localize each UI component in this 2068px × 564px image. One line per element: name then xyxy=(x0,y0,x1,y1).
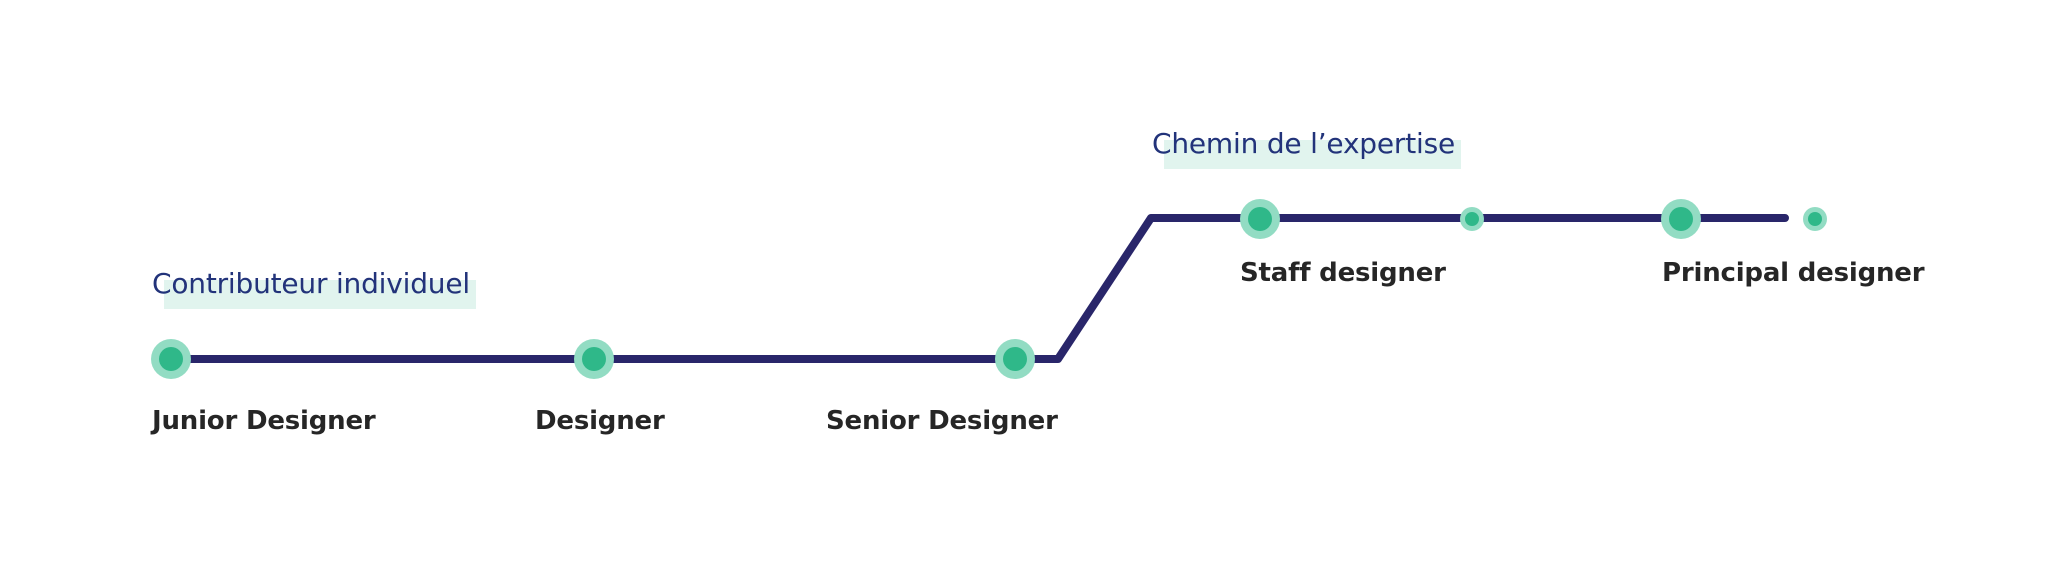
section-label-text: Contributeur individuel xyxy=(152,267,470,300)
milestone-label-staff: Staff designer xyxy=(1240,258,1446,288)
milestone-label-principal: Principal designer xyxy=(1662,258,1925,288)
section-highlight xyxy=(1164,140,1461,169)
section-highlight xyxy=(164,280,476,309)
milestone-node-junior xyxy=(151,339,191,379)
milestone-node-principal xyxy=(1661,199,1701,239)
milestone-node-next xyxy=(1803,207,1827,231)
milestone-label-designer: Designer xyxy=(535,406,665,436)
milestone-label-junior: Junior Designer xyxy=(152,406,376,436)
milestone-label-senior: Senior Designer xyxy=(826,406,1058,436)
milestone-node-intermediate xyxy=(1460,207,1484,231)
milestone-node-staff xyxy=(1240,199,1280,239)
section-label-expertise-path: Chemin de l’expertise xyxy=(1152,127,1461,169)
milestone-node-designer xyxy=(574,339,614,379)
milestone-node-senior xyxy=(995,339,1035,379)
section-label-individual-contributor: Contributeur individuel xyxy=(152,267,476,309)
section-label-text: Chemin de l’expertise xyxy=(1152,127,1455,160)
